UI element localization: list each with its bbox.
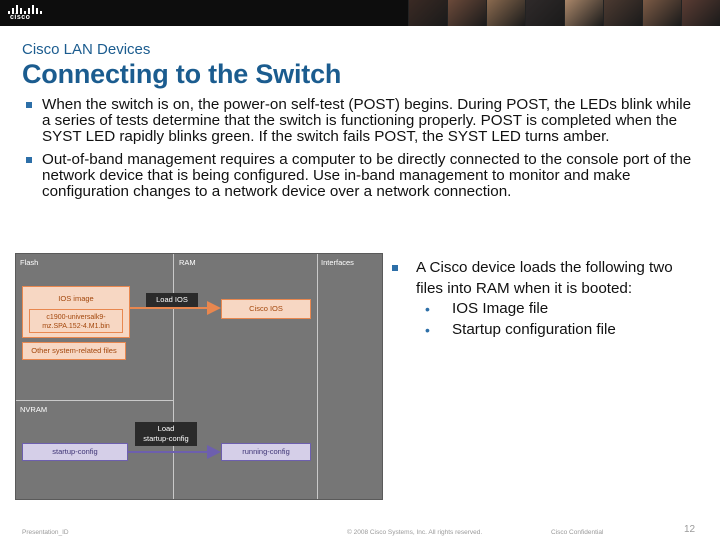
photo-tile — [447, 0, 486, 26]
square-bullet-icon — [26, 102, 32, 108]
running-config-box: running-config — [221, 443, 311, 461]
copyright-text: © 2008 Cisco Systems, Inc. All rights re… — [347, 529, 483, 536]
flow-arrows — [128, 301, 221, 459]
memory-diagram: Flash RAM Interfaces NVRAM IOS image c19… — [15, 253, 383, 500]
confidential-text: Cisco Confidential — [551, 529, 604, 536]
ios-filename-line2: mz.SPA.152-4.M1.bin — [42, 323, 110, 330]
ios-image-box: IOS image c1900-universalk9- mz.SPA.152-… — [22, 286, 130, 338]
cisco-bars-icon — [8, 4, 42, 14]
header-banner: cisco — [0, 0, 720, 26]
square-bullet-icon — [26, 157, 32, 163]
photo-tile — [408, 0, 447, 26]
startup-config-box: startup-config — [22, 443, 128, 461]
bullet-text: Out-of-band management requires a comput… — [42, 151, 692, 200]
cisco-ios-box: Cisco IOS — [221, 299, 311, 319]
ram-label: RAM — [179, 258, 196, 267]
bullet-management: Out-of-band management requires a comput… — [24, 152, 700, 200]
ios-image-filename: c1900-universalk9- mz.SPA.152-4.M1.bin — [29, 309, 123, 333]
logo-wordmark: cisco — [10, 14, 31, 21]
people-photo-strip — [408, 0, 720, 26]
load-startup-label: Load startup-config — [135, 422, 197, 446]
interfaces-label: Interfaces — [321, 258, 354, 267]
photo-tile — [564, 0, 603, 26]
round-bullet-icon: • — [425, 301, 430, 317]
ios-image-title: IOS image — [58, 294, 94, 303]
flash-label: Flash — [20, 258, 39, 267]
intro-text: A Cisco device loads the following two f… — [416, 259, 673, 297]
nvram-label: NVRAM — [20, 405, 48, 414]
sub-item-startup-config: • Startup configuration file — [392, 320, 692, 341]
column-divider — [173, 254, 174, 499]
square-bullet-icon — [392, 265, 398, 271]
sub-item-text: Startup configuration file — [452, 320, 616, 338]
slide-title: Connecting to the Switch — [22, 59, 342, 89]
presentation-id: Presentation_ID — [22, 529, 69, 536]
bullet-post: When the switch is on, the power-on self… — [24, 97, 700, 145]
section-title: Cisco LAN Devices — [22, 41, 151, 58]
boot-files-intro: A Cisco device loads the following two f… — [392, 258, 692, 299]
other-files-box: Other system-related files — [22, 342, 126, 360]
photo-tile — [486, 0, 525, 26]
load-startup-line2: startup-config — [143, 434, 189, 443]
page-number: 12 — [684, 524, 696, 535]
photo-tile — [642, 0, 681, 26]
main-bullet-list: When the switch is on, the power-on self… — [24, 97, 700, 207]
sub-item-ios-image: • IOS Image file — [392, 299, 692, 320]
round-bullet-icon: • — [425, 321, 430, 338]
cisco-logo: cisco — [8, 4, 42, 22]
photo-tile — [525, 0, 564, 26]
photo-tile — [681, 0, 720, 26]
photo-tile — [603, 0, 642, 26]
nvram-divider — [16, 400, 173, 401]
sub-item-text: IOS Image file — [452, 300, 549, 317]
load-ios-label: Load IOS — [146, 293, 198, 307]
load-startup-line1: Load — [157, 424, 175, 433]
bullet-text: When the switch is on, the power-on self… — [42, 96, 692, 145]
boot-files-list: A Cisco device loads the following two f… — [392, 258, 692, 340]
column-divider — [317, 254, 318, 499]
ios-filename-line1: c1900-universalk9- — [46, 314, 106, 321]
